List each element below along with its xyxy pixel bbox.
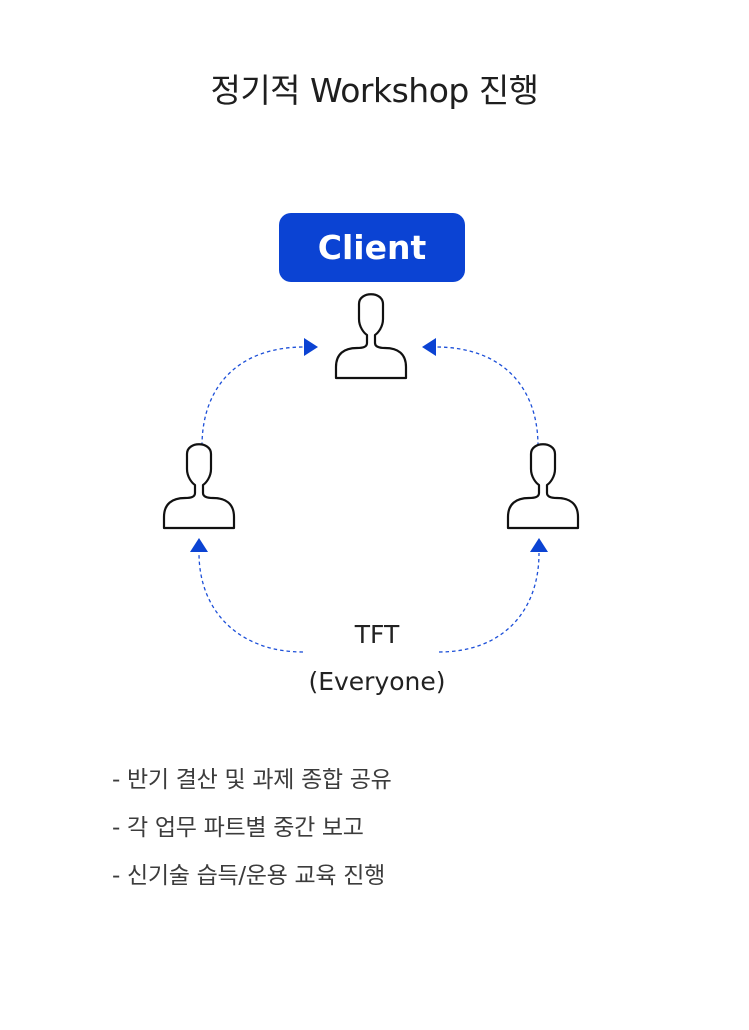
tft-sub-label: (Everyone) bbox=[308, 667, 446, 696]
connector-left-to-client bbox=[201, 346, 305, 447]
list-item: - 신기술 습득/운용 교육 진행 bbox=[112, 863, 385, 889]
person-icon bbox=[162, 443, 236, 530]
list-item: - 각 업무 파트별 중간 보고 bbox=[112, 815, 364, 841]
list-item: - 반기 결산 및 과제 종합 공유 bbox=[112, 767, 392, 793]
triangle-arrow-icon bbox=[190, 538, 208, 552]
triangle-arrow-icon bbox=[422, 338, 436, 356]
person-icon bbox=[506, 443, 580, 530]
person-icon bbox=[334, 293, 408, 380]
client-badge: Client bbox=[279, 213, 465, 282]
workshop-notes-list: - 반기 결산 및 과제 종합 공유 - 각 업무 파트별 중간 보고 - 신기… bbox=[112, 764, 392, 908]
triangle-arrow-icon bbox=[304, 338, 318, 356]
connector-right-to-client bbox=[435, 346, 539, 447]
page-title: 정기적 Workshop 진행 bbox=[210, 71, 539, 110]
tft-label: TFT bbox=[354, 620, 400, 649]
triangle-arrow-icon bbox=[530, 538, 548, 552]
